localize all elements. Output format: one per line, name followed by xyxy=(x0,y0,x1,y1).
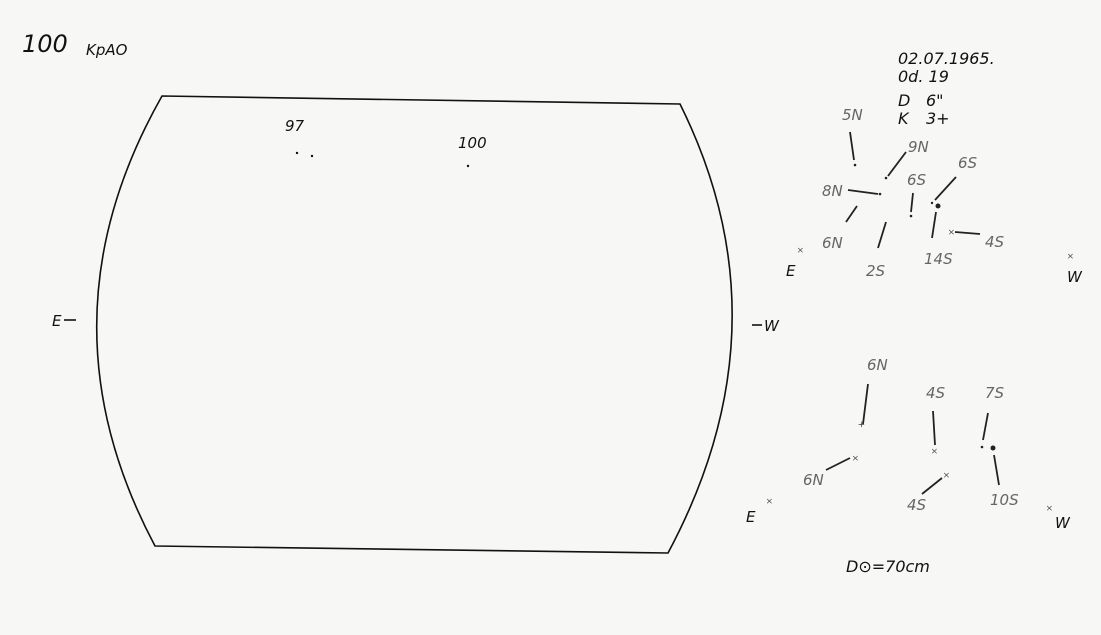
label-4S: 4S xyxy=(926,384,946,402)
label-6N: 6N xyxy=(803,471,824,489)
label-5N: 5N xyxy=(842,106,863,124)
disk-west-label: W xyxy=(764,317,780,335)
lower-group-sketch: + × × × × × 6N 4S 7S 6N 4S 10S E W xyxy=(746,356,1071,532)
label-8N: 8N xyxy=(822,182,843,200)
label-6S: 6S xyxy=(958,154,978,172)
solar-disk-outline xyxy=(95,95,733,554)
k-value: 3+ xyxy=(926,109,950,128)
lower-west-label: W xyxy=(1055,514,1071,532)
sunspot xyxy=(466,164,470,168)
sunspot xyxy=(310,154,314,158)
observation-date: 02.07.1965. xyxy=(898,49,995,68)
svg-text:×: × xyxy=(931,444,938,458)
svg-text:×: × xyxy=(1046,501,1053,515)
label-2S: 2S xyxy=(866,262,886,280)
sheet-number: 100 xyxy=(22,30,68,58)
upper-group-sketch: × × × 5N 9N 8N 6S 6S 6N 2S 14S 4S E W xyxy=(786,106,1083,286)
svg-text:×: × xyxy=(852,451,859,465)
label-6S: 6S xyxy=(907,171,927,189)
svg-text:×: × xyxy=(1067,249,1074,263)
label-4S: 4S xyxy=(985,233,1005,251)
group-label-100: 100 xyxy=(458,134,487,152)
observation-time: 0d. 19 xyxy=(898,67,949,86)
sun-diameter: D⊙=70cm xyxy=(846,557,930,576)
label-6N: 6N xyxy=(867,356,888,374)
label-6N: 6N xyxy=(822,234,843,252)
k-label: K xyxy=(898,109,910,128)
svg-text:+: + xyxy=(858,417,865,431)
seeing-value: 6" xyxy=(926,91,944,110)
disk-east-label: E xyxy=(52,312,62,330)
svg-text:×: × xyxy=(943,468,950,482)
sunspot xyxy=(295,151,299,155)
label-4S: 4S xyxy=(907,496,927,514)
lower-east-label: E xyxy=(746,508,756,526)
group-label-97: 97 xyxy=(285,117,305,135)
label-10S: 10S xyxy=(990,491,1019,509)
svg-text:×: × xyxy=(797,243,804,257)
upper-east-label: E xyxy=(786,262,796,280)
seeing-label: D xyxy=(898,91,910,110)
label-9N: 9N xyxy=(908,138,929,156)
label-14S: 14S xyxy=(924,250,953,268)
svg-text:×: × xyxy=(948,225,955,239)
upper-west-label: W xyxy=(1067,268,1083,286)
observatory-code: KpAO xyxy=(86,41,128,59)
label-7S: 7S xyxy=(985,384,1005,402)
svg-text:×: × xyxy=(766,494,773,508)
